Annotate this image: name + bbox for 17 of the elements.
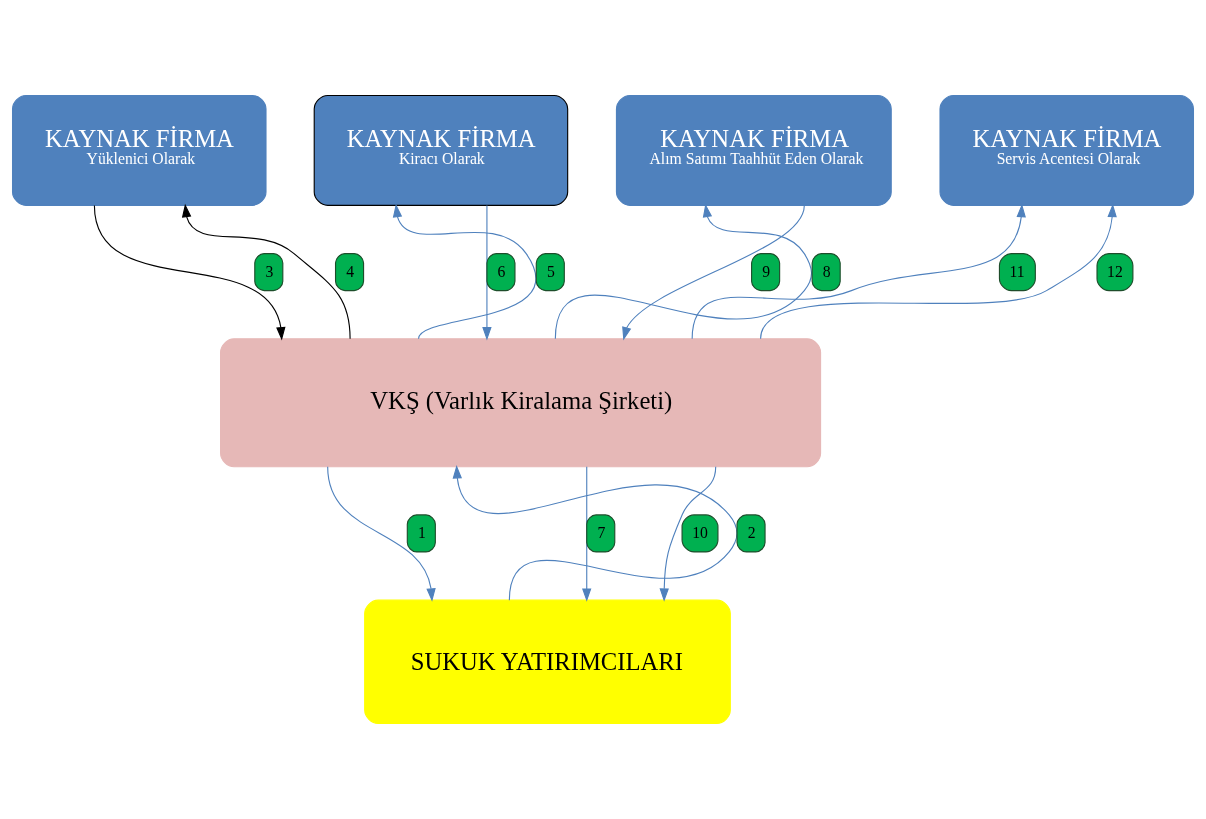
edge-label: 9 xyxy=(762,262,771,280)
edge-label: 6 xyxy=(497,262,506,280)
edge-label: 12 xyxy=(1107,262,1123,280)
arrow xyxy=(760,203,1117,340)
edge-label: 2 xyxy=(747,524,756,542)
edge-label: 1 xyxy=(417,524,426,542)
edge-label: 4 xyxy=(346,262,355,280)
arrow xyxy=(691,203,1026,340)
edge-label: 5 xyxy=(546,262,555,280)
arrow xyxy=(622,204,805,341)
arrow xyxy=(554,203,813,340)
edge-label: 3 xyxy=(265,262,274,280)
edge-label: 8 xyxy=(822,262,831,280)
edge-label: 10 xyxy=(692,524,708,542)
edge-label: 11 xyxy=(1009,262,1025,280)
arrow xyxy=(181,203,351,340)
edge-label: 7 xyxy=(597,524,606,542)
